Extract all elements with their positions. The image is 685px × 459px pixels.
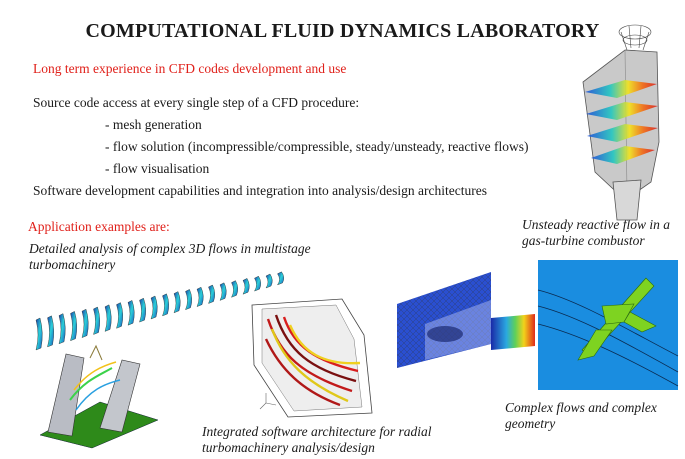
turbine-blade <box>265 273 273 289</box>
caption-combustor: Unsteady reactive flow in a gas-turbine … <box>522 217 670 249</box>
turbine-blade <box>254 275 261 292</box>
caption-line: turbomachinery analysis/design <box>202 440 375 455</box>
turbine-blade <box>162 293 169 317</box>
source-access-text: Source code access at every single step … <box>33 95 360 110</box>
turbine-blade <box>276 271 284 286</box>
combustor-image <box>582 24 660 221</box>
step-flow-visualisation: - flow visualisation <box>105 161 210 176</box>
aircraft-image <box>537 260 679 390</box>
blade-pair-image <box>39 344 159 449</box>
page-title: COMPUTATIONAL FLUID DYNAMICS LABORATORY <box>85 20 600 42</box>
mesh-flow-image <box>397 272 535 368</box>
turbine-blade <box>127 300 135 326</box>
radial-turbomachine-image <box>251 298 373 418</box>
caption-line: Unsteady reactive flow in a <box>522 217 670 232</box>
turbine-blade <box>242 278 250 295</box>
turbine-blade <box>81 308 89 338</box>
turbine-blade <box>93 306 100 335</box>
turbine-blades-image <box>35 271 284 351</box>
turbine-blade <box>219 282 227 301</box>
caption-line: Complex flows and complex <box>505 400 657 415</box>
turbine-blade <box>208 284 215 304</box>
turbine-blade <box>35 317 43 351</box>
application-header: Application examples are: <box>28 219 170 234</box>
turbine-blade <box>150 295 158 320</box>
turbine-blade <box>173 291 181 314</box>
caption-turbomachinery: Detailed analysis of complex 3D flows in… <box>29 241 311 273</box>
turbine-blade <box>58 313 66 345</box>
caption-line: Detailed analysis of complex 3D flows in… <box>29 241 311 256</box>
turbine-blade <box>231 280 238 298</box>
caption-line: turbomachinery <box>29 257 116 272</box>
step-flow-solution: - flow solution (incompressible/compress… <box>105 139 529 154</box>
caption-complex-geometry: Complex flows and complex geometry <box>505 400 657 432</box>
turbine-blade <box>47 315 54 348</box>
subtitle: Long term experience in CFD codes develo… <box>33 61 347 76</box>
turbine-blade <box>139 297 146 323</box>
turbine-blade <box>70 311 77 342</box>
caption-line: gas-turbine combustor <box>522 233 645 248</box>
step-mesh-generation: - mesh generation <box>105 117 202 132</box>
software-development-text: Software development capabilities and in… <box>33 183 487 198</box>
turbine-blade <box>104 304 112 332</box>
caption-line: Integrated software architecture for rad… <box>202 424 432 439</box>
turbine-blade <box>185 289 192 311</box>
caption-line: geometry <box>505 416 556 431</box>
turbine-blade <box>116 302 123 329</box>
turbine-blade <box>196 286 204 307</box>
caption-radial-turbomachinery: Integrated software architecture for rad… <box>202 424 431 456</box>
